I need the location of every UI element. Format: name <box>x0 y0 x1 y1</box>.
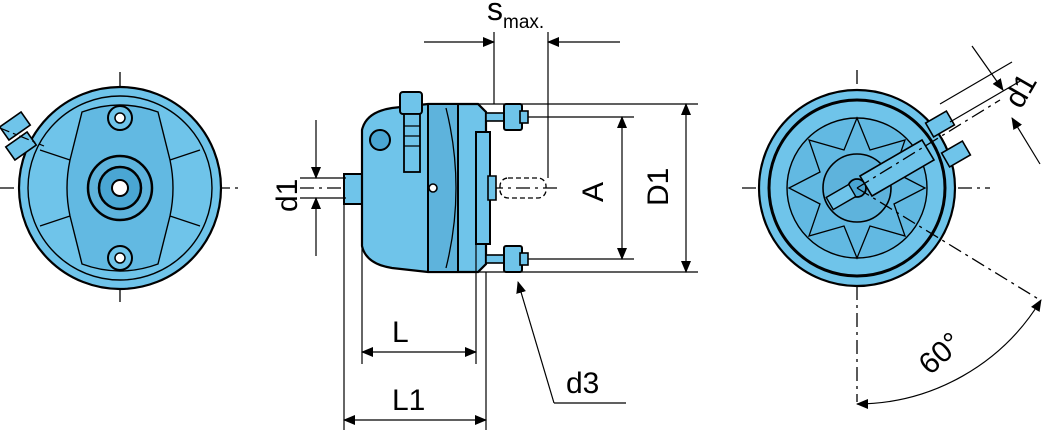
smax-label: smax. <box>487 0 544 33</box>
top-fitting-threads <box>404 125 420 147</box>
push-rod-dashed <box>499 177 547 199</box>
d3-label: d3 <box>566 367 599 400</box>
d1-right-extension-bottom <box>949 79 1023 123</box>
vent-hole <box>428 183 438 193</box>
clamp-ring <box>427 103 459 273</box>
top-fitting <box>399 91 423 115</box>
rear-view-lever-arm <box>858 138 936 198</box>
clamp-ring-curve <box>445 107 457 269</box>
d1-right-label: d1 <box>998 68 1043 113</box>
mounting-stud-top <box>485 103 529 131</box>
d1-big-label: D1 <box>642 168 675 206</box>
rear-view-tab <box>825 183 857 211</box>
d1-right-extension-top <box>939 61 1013 105</box>
l1-label: L1 <box>392 384 425 417</box>
d1-right-arrow-top <box>971 45 1004 91</box>
rear-view-rim <box>767 98 947 278</box>
top-fitting-stem <box>403 113 421 173</box>
d1-left-label: d1 <box>271 179 304 212</box>
d3-leader <box>516 281 555 404</box>
rear-view-port-axis <box>856 99 1001 189</box>
front-view-ribs <box>39 149 201 227</box>
dimension-lines: smax. A D1 d1 L L1 d3 <box>271 0 698 430</box>
l-label: L <box>392 316 409 349</box>
side-port <box>369 129 391 151</box>
front-view-port-fitting <box>0 110 45 162</box>
mounting-stud-bottom <box>485 245 529 273</box>
rear-view: 60° d1 <box>742 45 1044 409</box>
rear-view-60-degree-line <box>856 187 1041 301</box>
angle-label: 60° <box>913 326 969 381</box>
angle-arc <box>856 299 1042 409</box>
a-label: A <box>577 182 610 202</box>
front-view-inner-rim <box>27 95 213 281</box>
front-view <box>0 72 240 305</box>
front-view-stud-bottom-bore <box>114 252 126 264</box>
front-view-hub-bore <box>111 179 129 197</box>
front-view-stud-top-bore <box>114 112 126 124</box>
rear-view-port-fitting <box>924 109 972 169</box>
side-view <box>300 91 560 274</box>
flange-boss <box>487 175 497 201</box>
d1-right-arrow-bottom <box>1011 117 1041 165</box>
